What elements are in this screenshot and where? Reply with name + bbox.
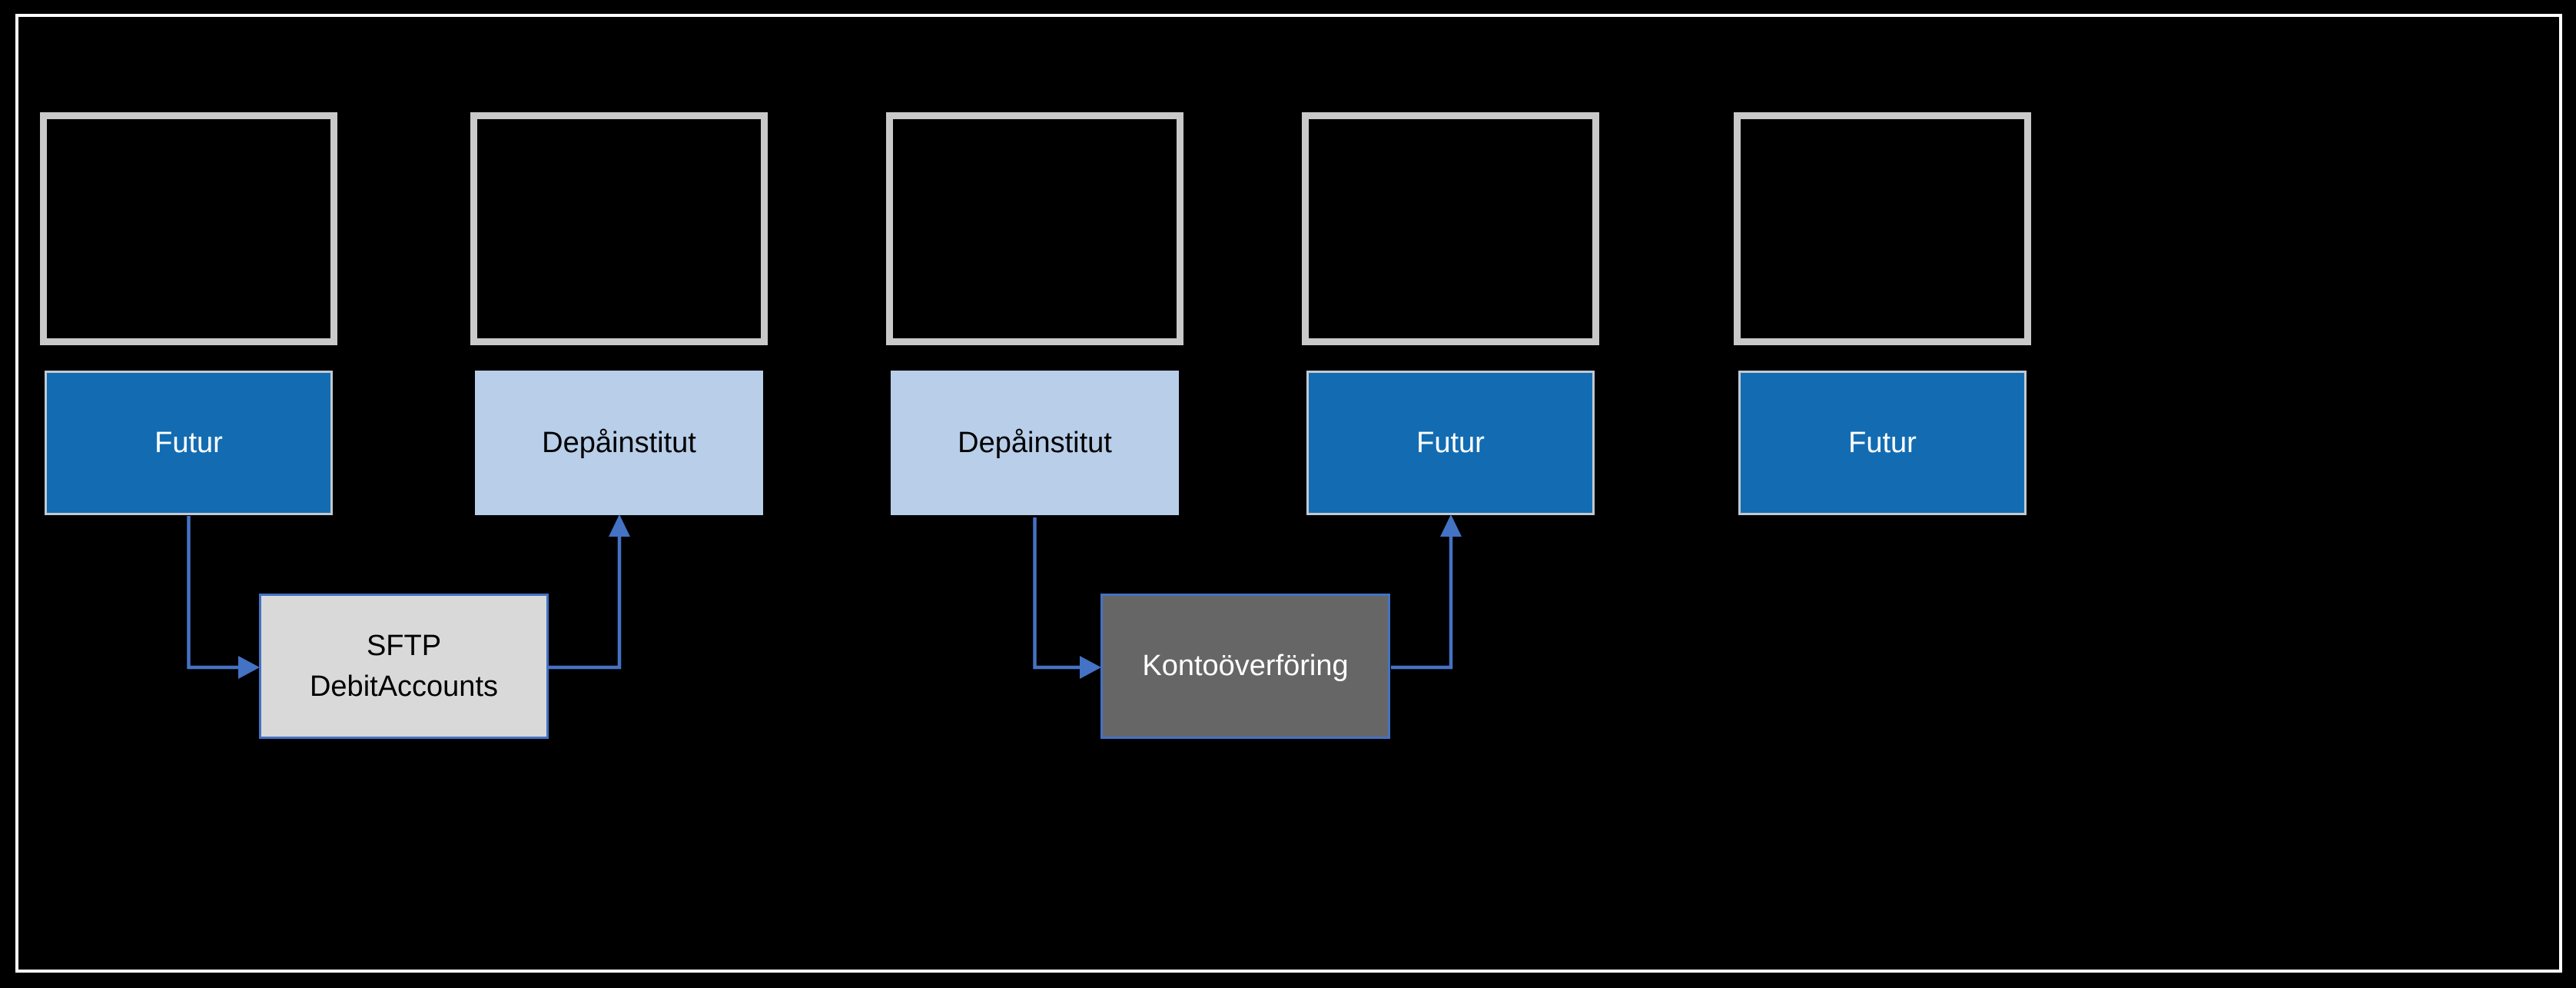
node-depainstitut-3: Depåinstitut <box>891 371 1179 515</box>
node-label: Futur <box>1416 426 1485 459</box>
node-futur-4: Futur <box>1306 371 1595 515</box>
node-sftp-debitaccounts: SFTP DebitAccounts <box>259 594 549 739</box>
placeholder-box-5 <box>1734 112 2031 345</box>
slide-frame-border <box>15 14 2562 973</box>
node-label-line1: SFTP <box>366 630 442 663</box>
node-label: Depåinstitut <box>958 426 1112 459</box>
node-depainstitut-2: Depåinstitut <box>475 371 763 515</box>
node-label: Futur <box>154 426 223 459</box>
placeholder-box-4 <box>1302 112 1599 345</box>
placeholder-box-1 <box>40 112 337 345</box>
node-label: Depåinstitut <box>542 426 696 459</box>
placeholder-box-2 <box>470 112 768 345</box>
node-futur-1: Futur <box>45 371 333 515</box>
node-label: Futur <box>1848 426 1917 459</box>
node-futur-5: Futur <box>1738 371 2027 515</box>
node-label-line2: DebitAccounts <box>309 670 498 703</box>
node-label: Kontoöverföring <box>1142 650 1349 682</box>
placeholder-box-3 <box>886 112 1183 345</box>
node-kontooverforing: Kontoöverföring <box>1100 594 1390 739</box>
